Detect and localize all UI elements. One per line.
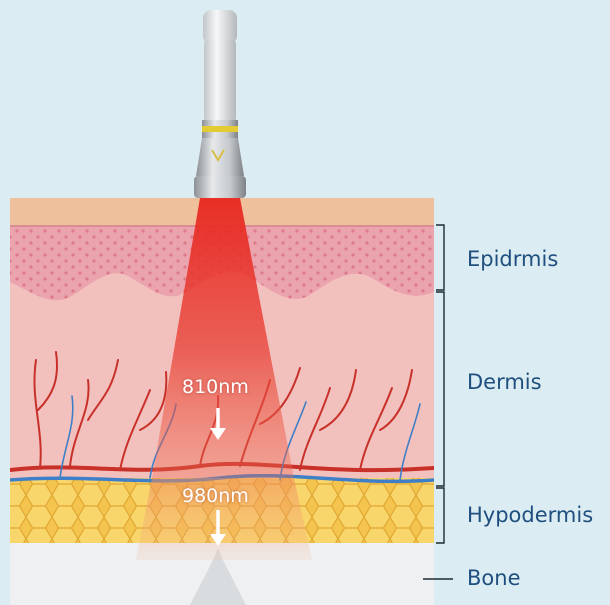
laser-handpiece-icon bbox=[194, 10, 246, 198]
wavelength-label-980: 980nm bbox=[182, 487, 249, 506]
label-bone: Bone bbox=[467, 568, 520, 589]
label-hypodermis: Hypodermis bbox=[467, 505, 593, 526]
wavelength-label-810: 810nm bbox=[182, 378, 249, 397]
label-dermis: Dermis bbox=[467, 372, 542, 393]
label-epidermis: Epidrmis bbox=[467, 249, 558, 270]
